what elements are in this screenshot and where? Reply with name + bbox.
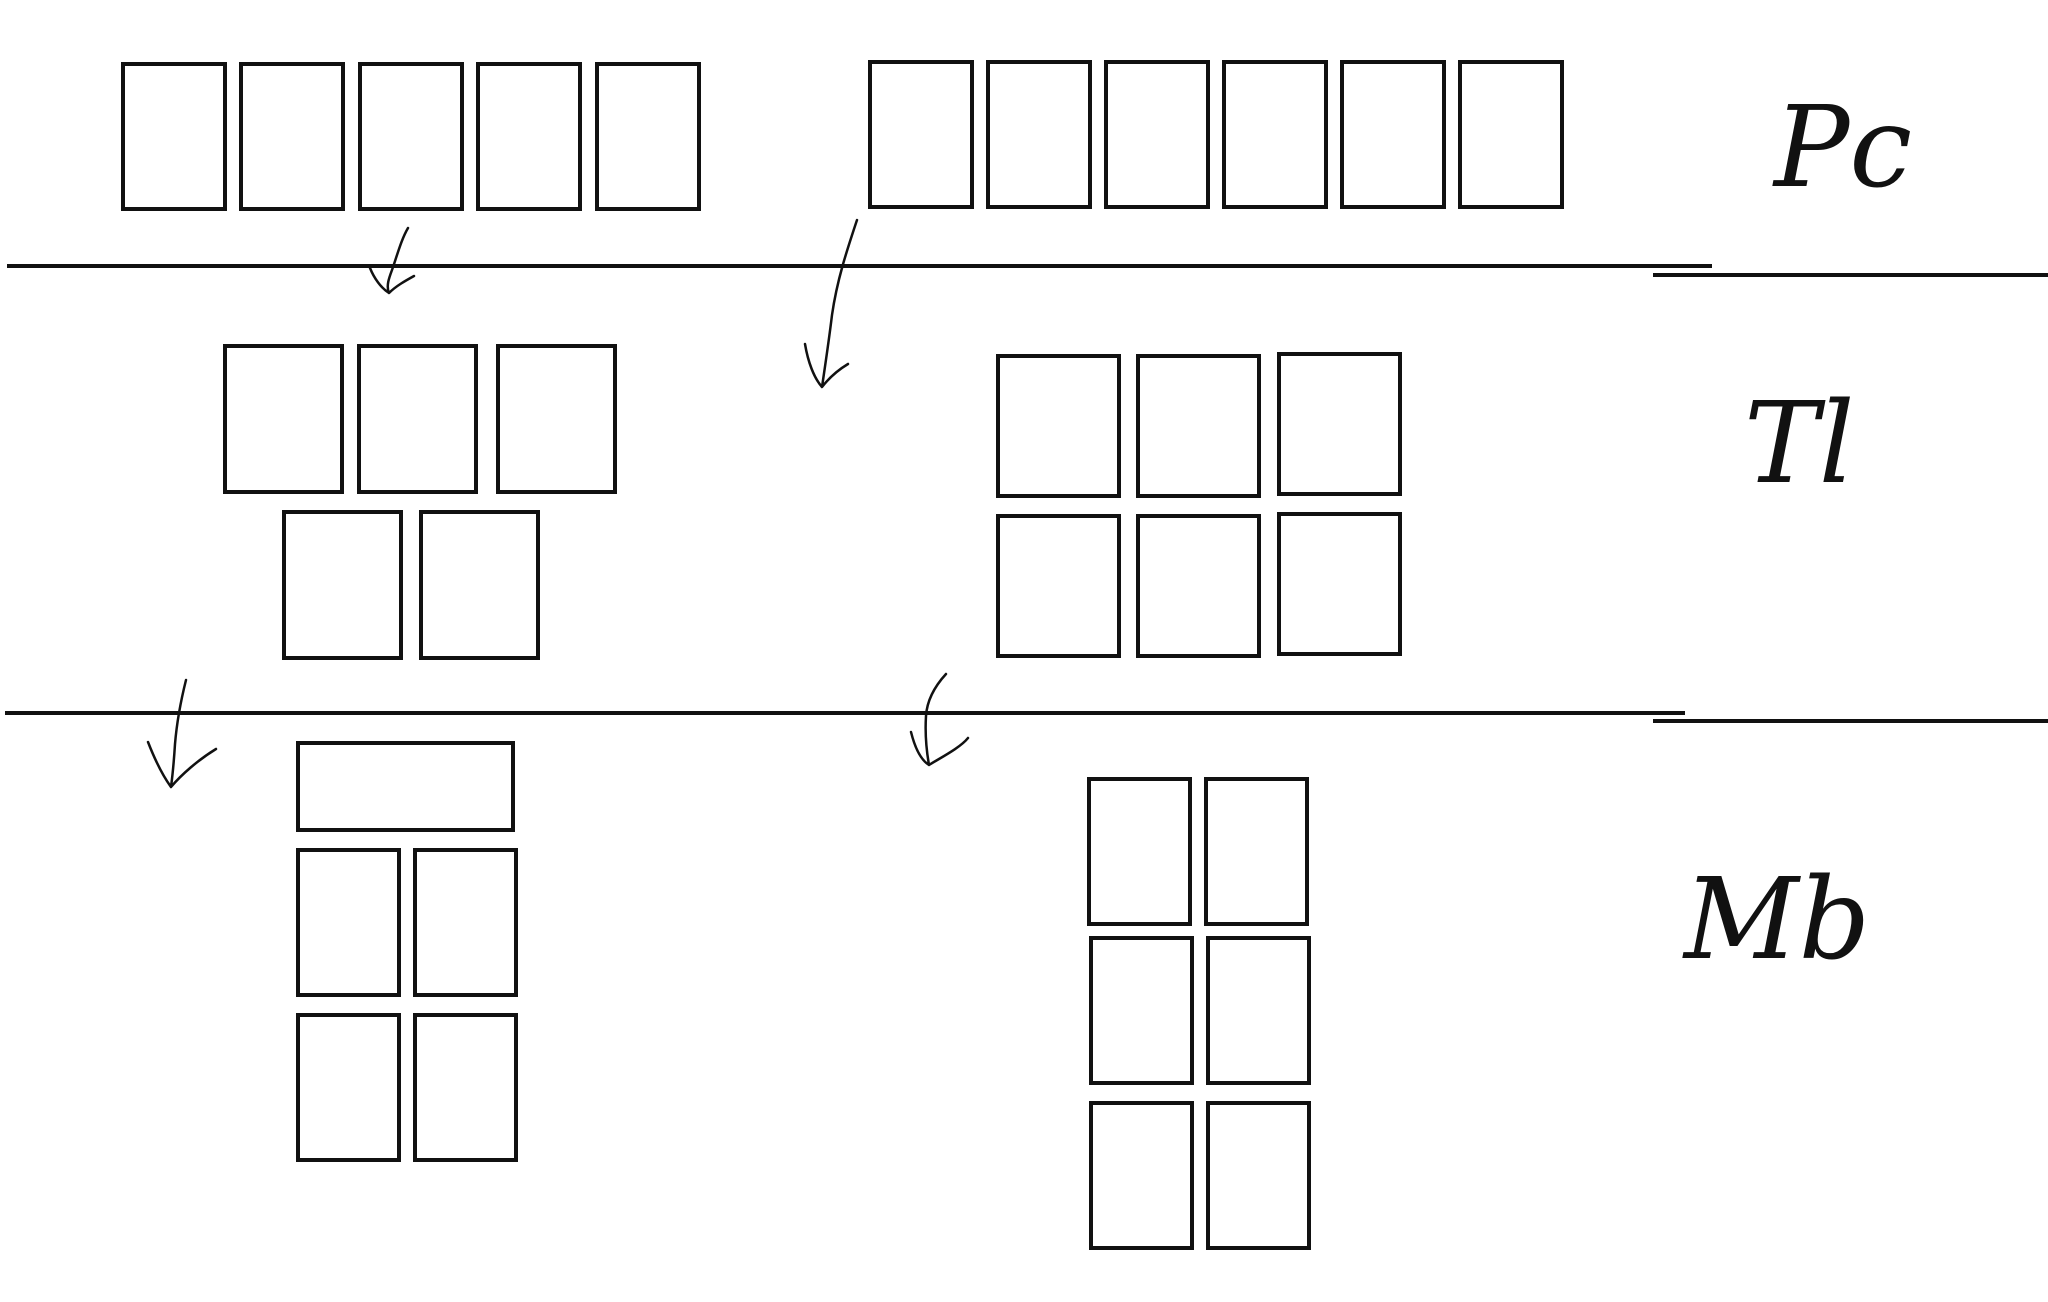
pc-right-box-1 xyxy=(868,60,974,209)
tl-right-box-5 xyxy=(1136,514,1261,658)
mb-group-left xyxy=(296,741,518,1162)
section-label-tl: Tl xyxy=(1744,379,1855,509)
tl-left-box-3 xyxy=(496,344,617,494)
pc-right-box-3 xyxy=(1104,60,1210,209)
mb-left-box-3 xyxy=(296,1013,401,1162)
mb-left-box-4 xyxy=(413,1013,518,1162)
tl-left-box-5 xyxy=(419,510,540,660)
tl-right-box-3 xyxy=(1277,352,1402,496)
mb-right-box-3 xyxy=(1089,936,1194,1085)
mb-left-box-wide xyxy=(296,741,515,832)
mb-right-box-2 xyxy=(1204,777,1309,926)
mb-left-box-2 xyxy=(413,848,518,997)
pc-right-box-6 xyxy=(1458,60,1564,209)
arrow-tl-right-to-mb-icon xyxy=(909,672,970,767)
pc-right-box-5 xyxy=(1340,60,1446,209)
tl-right-box-2 xyxy=(1136,354,1261,498)
mb-group-right xyxy=(1087,777,1311,1250)
tl-right-box-4 xyxy=(996,514,1121,658)
section-label-pc: Pc xyxy=(1772,83,1912,213)
pc-left-box-2 xyxy=(239,62,345,211)
tl-left-box-1 xyxy=(223,344,344,494)
mb-right-box-4 xyxy=(1206,936,1311,1085)
tl-left-box-4 xyxy=(282,510,403,660)
mb-left-box-1 xyxy=(296,848,401,997)
tl-group-right xyxy=(996,352,1402,658)
section-label-mb: Mb xyxy=(1682,855,1870,985)
mb-right-box-5 xyxy=(1089,1101,1194,1250)
pc-group-right xyxy=(868,60,1564,209)
tl-group-left xyxy=(223,344,617,660)
tl-left-box-2 xyxy=(357,344,478,494)
mb-right-box-1 xyxy=(1087,777,1192,926)
arrow-pc-right-to-tl-icon xyxy=(803,218,859,389)
tl-right-box-6 xyxy=(1277,512,1402,656)
pc-left-box-1 xyxy=(121,62,227,211)
pc-right-box-4 xyxy=(1222,60,1328,209)
pc-group-left xyxy=(121,62,701,211)
pc-left-box-5 xyxy=(595,62,701,211)
pc-left-box-3 xyxy=(358,62,464,211)
arrow-pc-left-to-tl-icon xyxy=(368,226,416,295)
tl-right-box-1 xyxy=(996,354,1121,498)
pc-left-box-4 xyxy=(476,62,582,211)
arrow-tl-left-to-mb-icon xyxy=(146,678,218,789)
pc-right-box-2 xyxy=(986,60,1092,209)
mb-right-box-6 xyxy=(1206,1101,1311,1250)
